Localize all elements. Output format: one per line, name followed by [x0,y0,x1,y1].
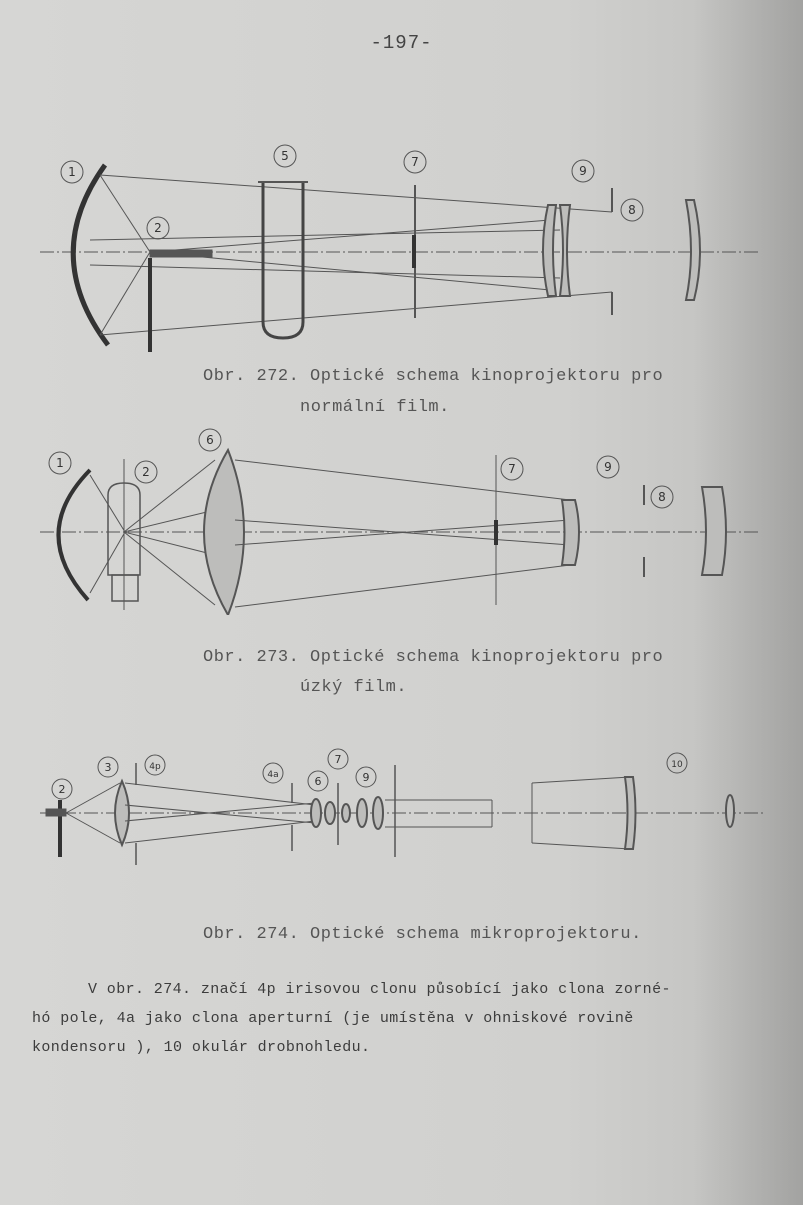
paragraph-line-1: V obr. 274. značí 4p irisovou clonu půso… [88,981,671,998]
body-paragraph: V obr. 274. značí 4p irisovou clonu půso… [32,975,772,1062]
figure-272-caption-line1: Obr. 272. Optické schema kinoprojektoru … [203,367,664,386]
fig273-label-6: 6 [206,433,214,447]
paragraph-line-3: kondensoru ), 10 okulár drobnohledu. [32,1039,371,1056]
fig274-label-9: 9 [363,771,370,784]
figure-273-diagram: 1 2 6 7 9 8 [40,428,760,615]
page-number: -197- [370,32,433,54]
fig274-label-4a: 4a [267,770,278,780]
page-shadow-edge [693,0,803,1205]
fig272-label-7: 7 [411,155,419,169]
fig274-label-3: 3 [105,761,112,774]
paragraph-line-2: hó pole, 4a jako clona aperturní (je umí… [32,1010,634,1027]
fig273-label-8: 8 [658,490,666,504]
fig273-label-2: 2 [142,465,150,479]
figure-273-caption-line2: úzký film. [300,678,408,697]
fig272-label-2: 2 [154,221,162,235]
fig274-label-4p: 4p [149,762,161,772]
figure-273-caption-line1: Obr. 273. Optické schema kinoprojektoru … [203,648,664,667]
fig272-label-8: 8 [628,203,636,217]
fig274-label-7: 7 [335,753,342,766]
fig273-label-1: 1 [56,456,64,470]
fig273-label-9: 9 [604,460,612,474]
fig272-label-1: 1 [68,165,76,179]
fig272-label-5: 5 [281,149,289,163]
fig274-label-2: 2 [59,783,66,796]
figure-274-diagram: 2 3 4p 4a 6 7 9 10 [40,748,765,865]
figure-272-caption-line2: normální film. [300,398,450,417]
fig274-label-6: 6 [315,775,322,788]
fig273-label-7: 7 [508,462,516,476]
fig274-label-10: 10 [671,760,683,770]
figure-272-diagram: 1 2 5 7 9 8 [40,144,760,352]
fig272-label-9: 9 [579,164,587,178]
figure-274-caption: Obr. 274. Optické schema mikroprojektoru… [203,925,642,944]
